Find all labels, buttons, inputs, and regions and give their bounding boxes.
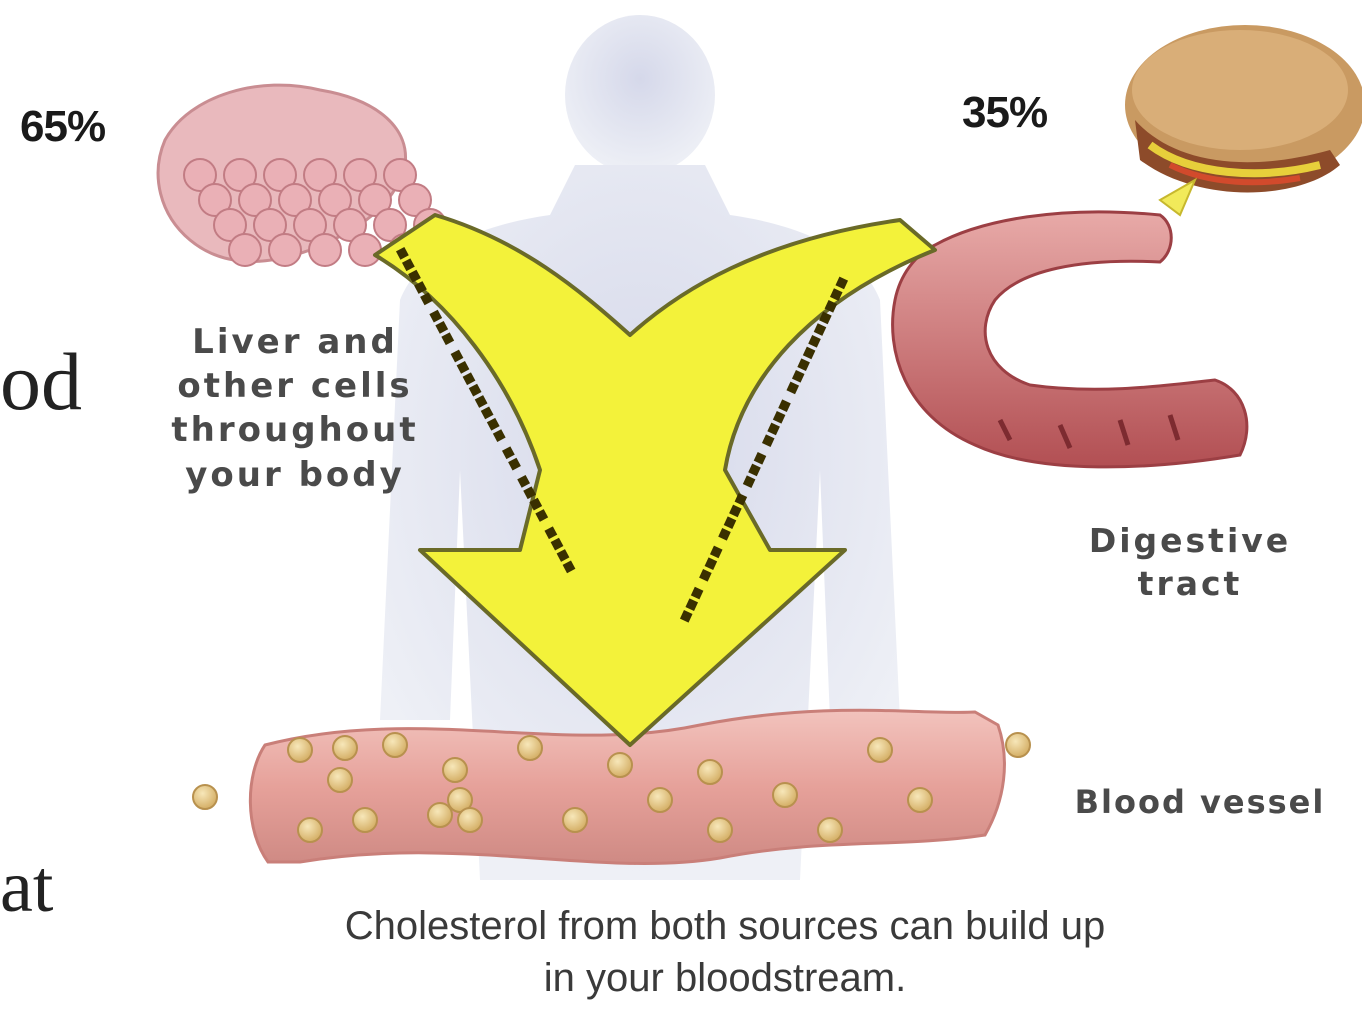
cholesterol-droplet	[193, 785, 217, 809]
cholesterol-droplet	[428, 803, 452, 827]
label-blood-vessel: Blood vessel	[1050, 782, 1350, 824]
liver-cell	[269, 234, 301, 266]
caption: Cholesterol from both sources can build …	[150, 900, 1300, 1004]
label-liver: Liver and other cells throughout your bo…	[150, 320, 440, 497]
cholesterol-droplet	[773, 783, 797, 807]
percent-left: 65%	[20, 102, 105, 152]
cholesterol-droplet	[333, 736, 357, 760]
liver-cell	[229, 234, 261, 266]
cholesterol-droplet	[518, 736, 542, 760]
cholesterol-droplet	[298, 818, 322, 842]
cholesterol-droplet	[868, 738, 892, 762]
cholesterol-droplet	[288, 738, 312, 762]
cholesterol-droplet	[1006, 733, 1030, 757]
digestive-tract-illustration	[893, 212, 1247, 467]
side-text-fragment-1: od	[0, 335, 82, 429]
hamburger-icon	[1125, 25, 1362, 215]
cholesterol-droplet	[353, 808, 377, 832]
cholesterol-droplet	[458, 808, 482, 832]
liver-cell	[349, 234, 381, 266]
cholesterol-droplet	[383, 733, 407, 757]
cholesterol-droplet	[328, 768, 352, 792]
cholesterol-droplet	[563, 808, 587, 832]
cholesterol-droplet	[443, 758, 467, 782]
cholesterol-droplet	[648, 788, 672, 812]
cholesterol-droplet	[908, 788, 932, 812]
cholesterol-droplet	[698, 760, 722, 784]
label-digestive-tract: Digestive tract	[1060, 520, 1320, 606]
liver-cell	[309, 234, 341, 266]
cholesterol-droplet	[608, 753, 632, 777]
percent-right: 35%	[962, 88, 1047, 138]
cholesterol-droplet	[708, 818, 732, 842]
side-text-fragment-2: at	[0, 845, 53, 930]
cholesterol-droplet	[818, 818, 842, 842]
